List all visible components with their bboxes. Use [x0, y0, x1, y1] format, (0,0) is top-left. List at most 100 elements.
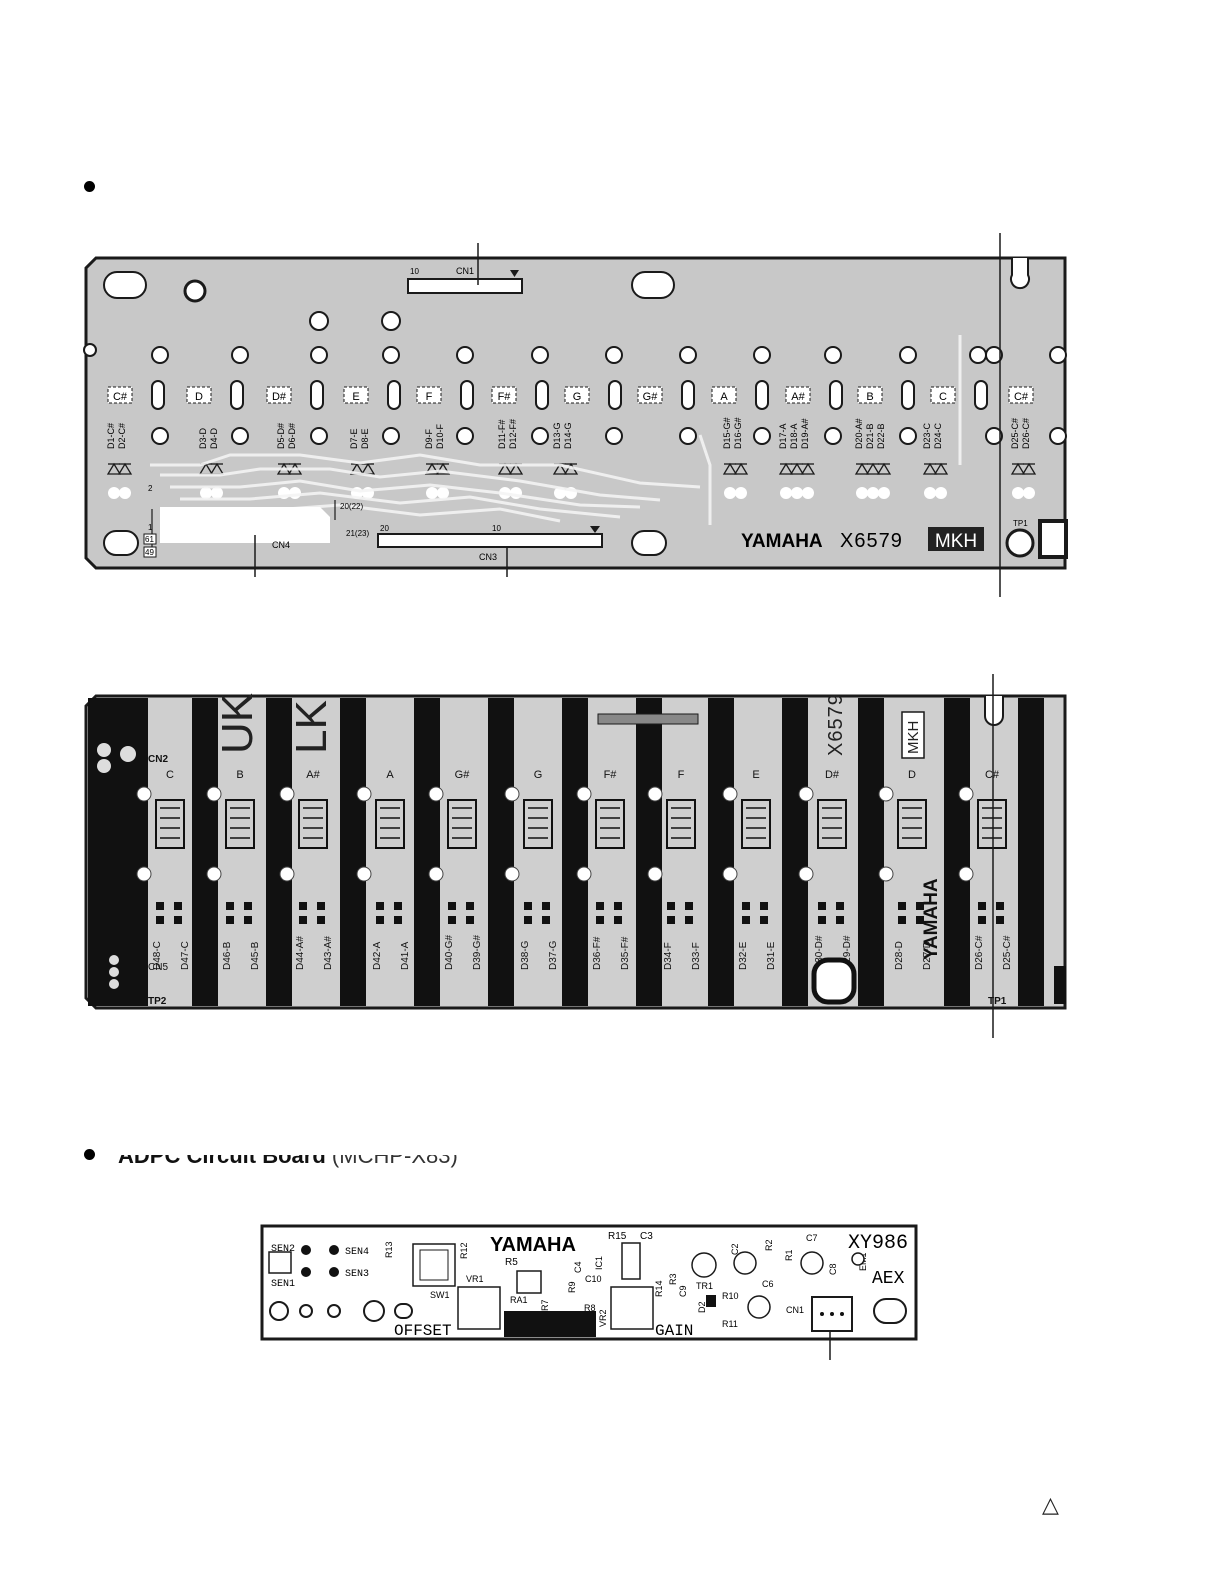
- pcb-bar: [636, 698, 662, 1006]
- bottom-board-code: MKH: [905, 721, 922, 754]
- top-diode-label: D13-G: [552, 422, 562, 449]
- top-key-label: G: [573, 391, 582, 403]
- diode-icon: [800, 462, 816, 475]
- top-key-slot: [901, 380, 915, 410]
- top-key-slot: [829, 380, 843, 410]
- diode-icon: [117, 462, 133, 475]
- cn3-label: CN3: [479, 552, 497, 562]
- top-key-box: [785, 386, 811, 404]
- cn3-pin-20: 20: [380, 524, 389, 533]
- top-key-box: [711, 386, 737, 404]
- top-board-code: MKH: [935, 531, 977, 552]
- top-diode-label: D10-F: [435, 423, 445, 449]
- top-key-slot: [681, 380, 695, 410]
- cn4-label: CN4: [272, 540, 290, 550]
- adpc-pcb-diagram: SEN2 SEN1 SEN4 SEN3 OFFSET R13 SW1 R12 Y…: [260, 1224, 918, 1360]
- diode-icon: [1010, 462, 1026, 475]
- diode-icon: [865, 462, 881, 475]
- diode-icon: [435, 462, 451, 475]
- bottom-key-label: G#: [455, 769, 471, 781]
- bottom-diode-label: D35-F#: [620, 936, 631, 970]
- top-diode-label: D17-A: [778, 423, 788, 449]
- c4-label: C4: [573, 1261, 583, 1273]
- sen4-label: SEN4: [345, 1247, 369, 1258]
- diode-icon: [922, 462, 938, 475]
- top-diode-label: D14-G: [563, 422, 573, 449]
- heading-mask: [110, 1138, 510, 1155]
- top-diode-label: D1-C#: [106, 423, 116, 449]
- top-key-box: [107, 386, 133, 404]
- offset-label: OFFSET: [394, 1322, 452, 1340]
- cn1-adpc-label: CN1: [786, 1305, 804, 1315]
- diode-icon: [789, 462, 805, 475]
- bottom-diode-label: D48-C: [152, 941, 163, 970]
- section1-bullet: [84, 181, 95, 192]
- bottom-diode-label: D32-E: [738, 941, 749, 970]
- bottom-key-label: F#: [604, 769, 618, 781]
- bottom-diode-label: D30-D#: [814, 935, 825, 970]
- r2-label: R2: [764, 1239, 774, 1251]
- contact-pad: [155, 799, 185, 849]
- diode-icon: [106, 462, 122, 475]
- top-key-slot: [460, 380, 474, 410]
- top-key-label: A#: [791, 391, 805, 403]
- sen1-label: SEN1: [271, 1279, 295, 1290]
- c9-label: C9: [678, 1285, 688, 1297]
- cn4-pin-61: 61: [145, 535, 154, 544]
- top-key-label: D: [195, 391, 203, 403]
- diode-icon: [733, 462, 749, 475]
- bottom-diode-label: D41-A: [400, 941, 411, 970]
- pcb-bar: [944, 698, 970, 1006]
- diode-icon: [854, 462, 870, 475]
- bottom-board-brand: YAMAHA: [921, 878, 942, 960]
- d2-label: D2: [697, 1301, 707, 1313]
- contact-pad: [666, 799, 696, 849]
- bottom-diode-label: D34-F: [663, 942, 674, 970]
- contact-pad: [897, 799, 927, 849]
- c10-label: C10: [585, 1274, 602, 1284]
- sen3-label: SEN3: [345, 1269, 369, 1280]
- r8-label: R8: [584, 1303, 596, 1313]
- sw1-label: SW1: [430, 1290, 450, 1300]
- diode-icon: [933, 462, 949, 475]
- corner-triangle-icon: △: [1042, 1492, 1059, 1517]
- top-diode-label: D26-C#: [1021, 418, 1031, 449]
- ic1-label: IC1: [594, 1256, 604, 1270]
- adpc-board-id: XY986: [848, 1232, 908, 1255]
- top-diode-label: D24-C: [933, 422, 943, 449]
- cn4-pins-a: 20(22): [340, 502, 363, 511]
- r3-label: R3: [668, 1273, 678, 1285]
- r13-label: R13: [384, 1241, 394, 1258]
- pcb-bar: [858, 698, 884, 1006]
- c6-label: C6: [762, 1279, 774, 1289]
- top-key-box: [491, 386, 517, 404]
- pcb-bar: [340, 698, 366, 1006]
- contact-pad: [375, 799, 405, 849]
- pcb-bar: [782, 698, 808, 1006]
- diode-icon: [424, 462, 440, 475]
- top-key-label: B: [866, 391, 873, 403]
- contact-pad: [595, 799, 625, 849]
- top-diode-label: D11-F#: [497, 420, 507, 449]
- adpc-board-code: AEX: [872, 1269, 905, 1289]
- r12-label: R12: [459, 1242, 469, 1259]
- c8-label: C8: [828, 1263, 838, 1275]
- contact-pad: [977, 799, 1007, 849]
- cn1-label: CN1: [456, 266, 474, 276]
- bottom-diode-label: D36-F#: [592, 936, 603, 970]
- bottom-diode-label: D38-G: [520, 940, 531, 970]
- top-key-label: A: [720, 391, 728, 403]
- top-key-box: [637, 386, 663, 404]
- top-key-box: [857, 386, 883, 404]
- r9-label: R9: [567, 1281, 577, 1293]
- contact-pad: [298, 799, 328, 849]
- bottom-diode-label: D33-F: [691, 942, 702, 970]
- bottom-key-label: A: [386, 769, 394, 781]
- top-diode-label: D25-C#: [1010, 418, 1020, 449]
- top-key-label: D#: [272, 391, 287, 403]
- cn4-pin-49: 49: [145, 548, 154, 557]
- top-diode-label: D21-B: [865, 423, 875, 449]
- bottom-diode-label: D45-B: [250, 941, 261, 970]
